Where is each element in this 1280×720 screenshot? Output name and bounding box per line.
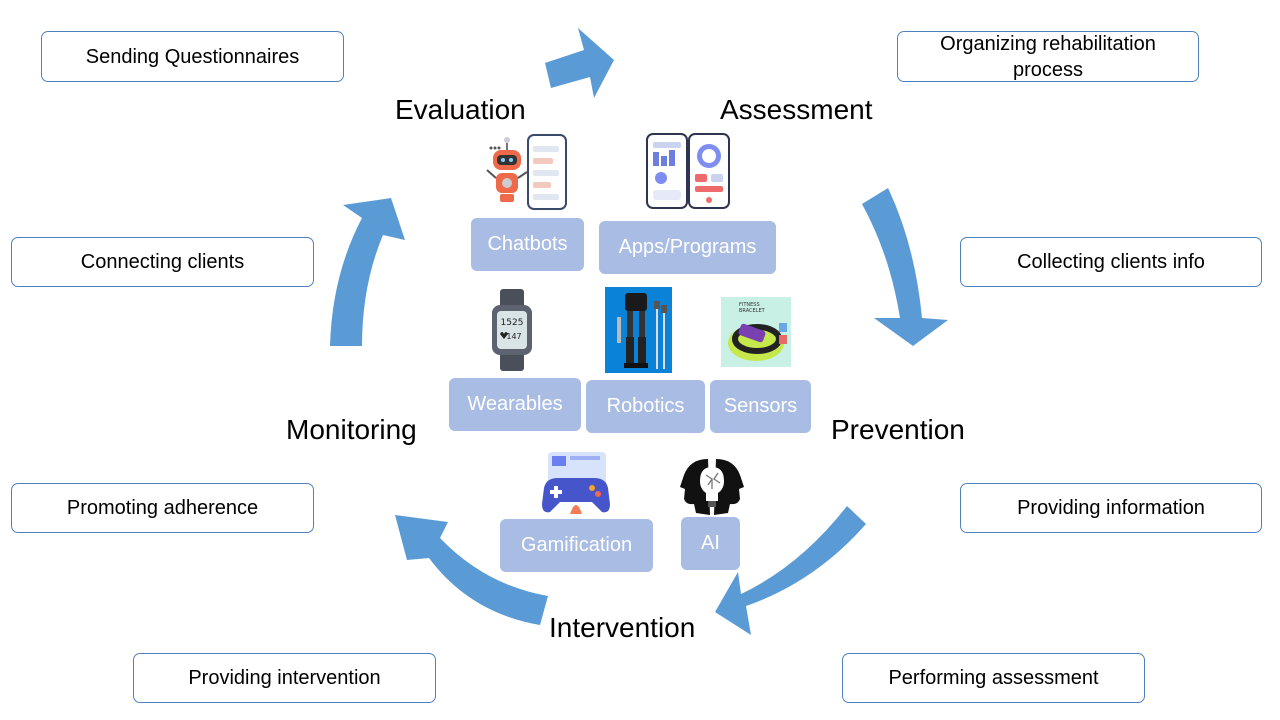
tech-ai: AI [681,517,740,570]
apps-icon [646,133,730,209]
robotics-exoskeleton-icon [605,287,672,373]
activity-providing-intervention: Providing intervention [133,653,436,703]
tech-robotics: Robotics [586,380,705,433]
arrow-evaluation-to-assessment [545,28,614,98]
ai-head-icon [680,459,744,515]
bracelet-label-line2: BRACELET [739,308,766,314]
activity-providing-information: Providing information [960,483,1262,533]
activity-organizing-rehabilitation: Organizing rehabilitation process [897,31,1199,82]
stage-intervention: Intervention [549,612,696,643]
activity-performing-assessment: Performing assessment [842,653,1145,703]
watch-heart-text: 147 [506,332,521,341]
tech-sensors: Sensors [710,380,811,433]
bracelet-label-line1: FITNESS [739,302,760,308]
activity-collecting-clients-info: Collecting clients info [960,237,1262,287]
stage-evaluation: Evaluation [395,94,526,125]
gamification-controller-icon [542,452,610,514]
wearable-watch-icon: 1525 147 [492,289,532,371]
tech-chatbots: Chatbots [471,218,584,271]
arrow-monitoring-to-evaluation [330,198,405,346]
arrow-prevention-to-intervention [715,506,866,635]
tech-gamification: Gamification [500,519,653,572]
stage-assessment: Assessment [720,94,873,125]
stage-monitoring: Monitoring [286,414,417,445]
arrow-intervention-to-monitoring [395,515,548,625]
chatbot-icon [486,134,567,210]
activity-promoting-adherence: Promoting adherence [11,483,314,533]
sensor-bracelet-icon: FITNESS BRACELET [721,297,791,367]
activity-sending-questionnaires: Sending Questionnaires [41,31,344,82]
activity-connecting-clients: Connecting clients [11,237,314,287]
tech-apps-programs: Apps/Programs [599,221,776,274]
arrow-assessment-to-prevention [862,188,948,346]
stage-prevention: Prevention [831,414,965,445]
tech-wearables: Wearables [449,378,581,431]
watch-time-text: 1525 [501,318,524,328]
